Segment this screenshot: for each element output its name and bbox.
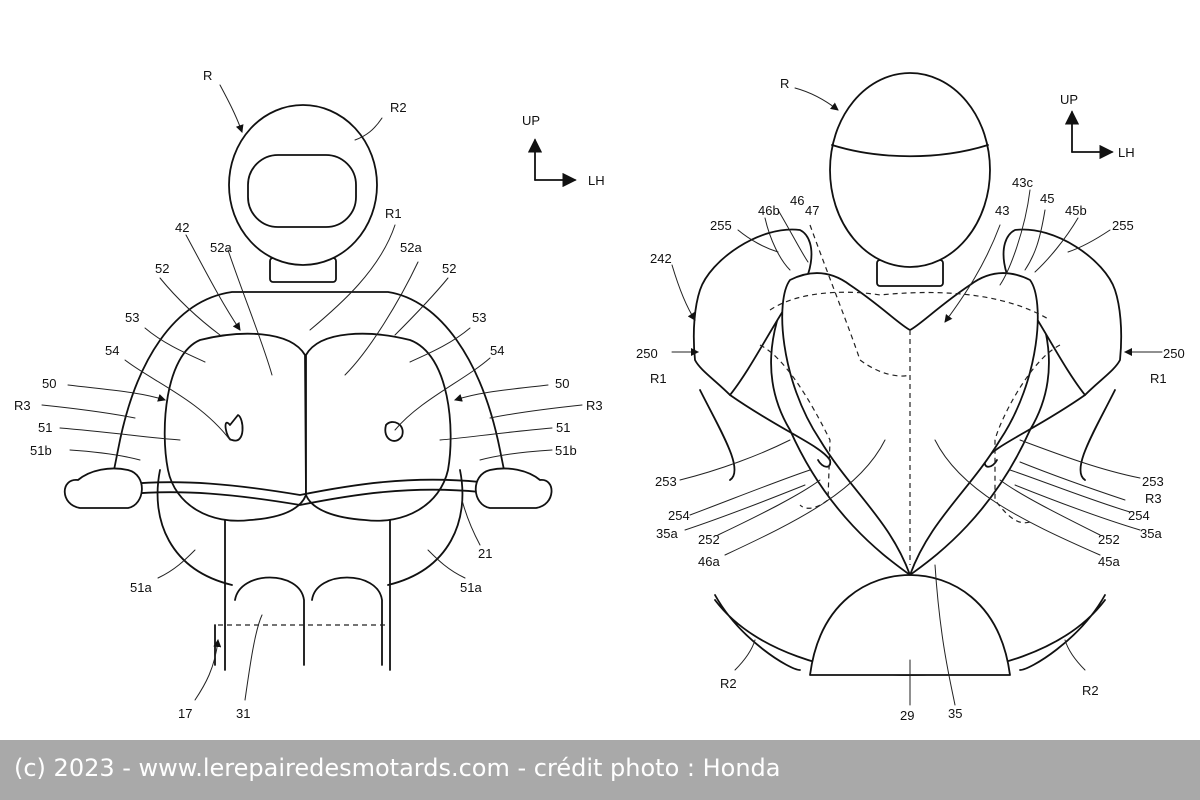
photo-credit: (c) 2023 - www.lerepairedesmotards.com -… bbox=[14, 754, 780, 782]
axis-up-label: UP bbox=[1060, 92, 1078, 107]
ref-label: 31 bbox=[236, 706, 250, 721]
ref-label: 242 bbox=[650, 251, 672, 266]
ref-label: 46 bbox=[790, 193, 804, 208]
axis-up-label: UP bbox=[522, 113, 540, 128]
ref-label: R2 bbox=[720, 676, 737, 691]
ref-label: 35 bbox=[948, 706, 962, 721]
ref-label: R2 bbox=[390, 100, 407, 115]
ref-label: 17 bbox=[178, 706, 192, 721]
ref-label: 21 bbox=[478, 546, 492, 561]
ref-label: 54 bbox=[490, 343, 504, 358]
ref-label: 51 bbox=[556, 420, 570, 435]
ref-label: 47 bbox=[805, 203, 819, 218]
rear-view-figure: UP LH R 43c 43 45 45b 46b 46 47 255 255 … bbox=[636, 73, 1185, 723]
axis-lh-label: LH bbox=[588, 173, 605, 188]
ref-label: 35a bbox=[656, 526, 678, 541]
ref-label: 53 bbox=[472, 310, 486, 325]
ref-label: R2 bbox=[1082, 683, 1099, 698]
ref-label: R bbox=[780, 76, 789, 91]
ref-label: 255 bbox=[710, 218, 732, 233]
ref-label: 253 bbox=[655, 474, 677, 489]
ref-label: 53 bbox=[125, 310, 139, 325]
ref-label: 52a bbox=[400, 240, 422, 255]
helmet-icon bbox=[830, 73, 990, 267]
ref-label: 50 bbox=[42, 376, 56, 391]
ref-label: 51a bbox=[130, 580, 152, 595]
ref-label: 252 bbox=[698, 532, 720, 547]
ref-label: 51a bbox=[460, 580, 482, 595]
ref-label: 51 bbox=[38, 420, 52, 435]
ref-label: 43c bbox=[1012, 175, 1033, 190]
ref-label: 254 bbox=[668, 508, 690, 523]
grip-right bbox=[476, 468, 552, 508]
ref-label: R bbox=[203, 68, 212, 83]
ref-label: 51b bbox=[30, 443, 52, 458]
grip-left bbox=[65, 468, 142, 508]
axis-indicator-left: UP LH bbox=[522, 113, 605, 188]
patent-figures: UP LH R R2 R1 42 52a 52a 52 52 53 53 54 … bbox=[0, 0, 1200, 740]
ref-label: 51b bbox=[555, 443, 577, 458]
ref-label: 50 bbox=[555, 376, 569, 391]
axis-lh-label: LH bbox=[1118, 145, 1135, 160]
ref-label: R3 bbox=[586, 398, 603, 413]
ref-label: 45b bbox=[1065, 203, 1087, 218]
ref-label: 250 bbox=[636, 346, 658, 361]
rider-legs bbox=[225, 520, 390, 670]
credit-bar: (c) 2023 - www.lerepairedesmotards.com -… bbox=[0, 740, 1200, 800]
helmet-visor bbox=[248, 155, 356, 227]
ref-label: 46a bbox=[698, 554, 720, 569]
front-view-figure: UP LH R R2 R1 42 52a 52a 52 52 53 53 54 … bbox=[14, 68, 605, 721]
ref-label: 250 bbox=[1163, 346, 1185, 361]
ref-label: 43 bbox=[995, 203, 1009, 218]
ref-label: 45a bbox=[1098, 554, 1120, 569]
ref-label: 46b bbox=[758, 203, 780, 218]
ref-label: 255 bbox=[1112, 218, 1134, 233]
ref-label: 52 bbox=[155, 261, 169, 276]
ref-label: 253 bbox=[1142, 474, 1164, 489]
ref-label: 52 bbox=[442, 261, 456, 276]
ref-label: 254 bbox=[1128, 508, 1150, 523]
ref-label: R1 bbox=[1150, 371, 1167, 386]
ref-label: 35a bbox=[1140, 526, 1162, 541]
ref-label: R1 bbox=[650, 371, 667, 386]
ref-label: 252 bbox=[1098, 532, 1120, 547]
ref-label: 42 bbox=[175, 220, 189, 235]
ref-label: 52a bbox=[210, 240, 232, 255]
ref-label: 54 bbox=[105, 343, 119, 358]
ref-label: 29 bbox=[900, 708, 914, 723]
ref-label: R1 bbox=[385, 206, 402, 221]
ref-label: 45 bbox=[1040, 191, 1054, 206]
axis-indicator-right: UP LH bbox=[1060, 92, 1135, 160]
ref-label: R3 bbox=[14, 398, 31, 413]
ref-label: R3 bbox=[1145, 491, 1162, 506]
